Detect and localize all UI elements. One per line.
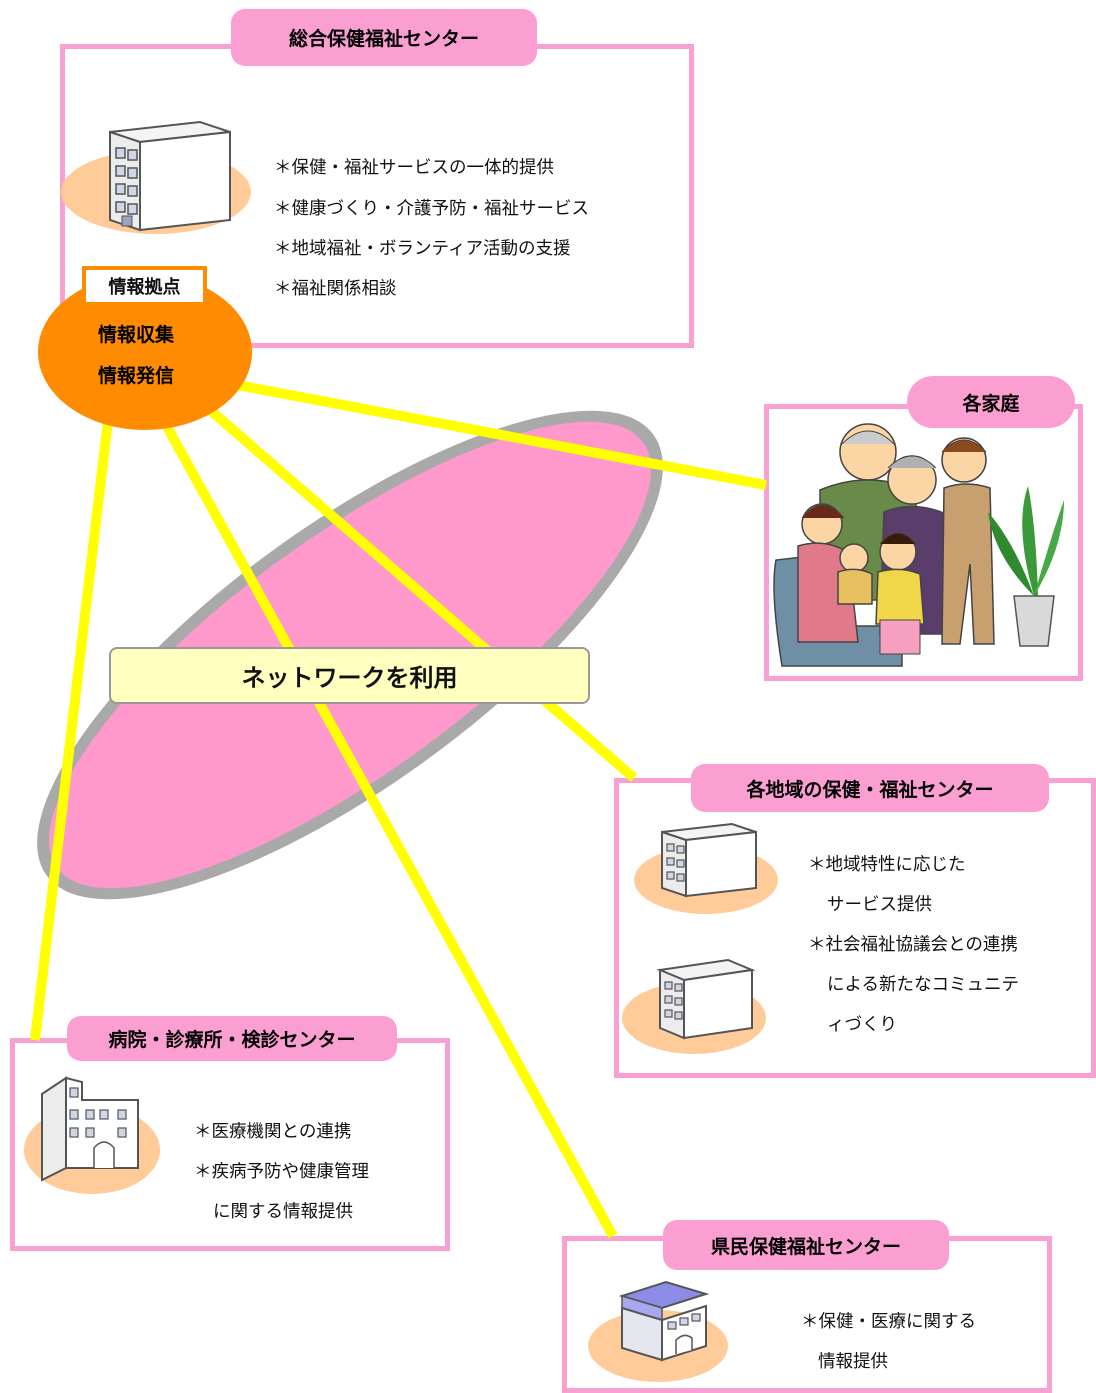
regional-item-2: サービス提供 — [827, 895, 932, 915]
central-item-4: ＊福祉関係相談 — [274, 279, 397, 299]
connector-to-family — [231, 379, 767, 490]
network-label: ネットワークを利用 — [109, 647, 590, 704]
central-item-1: ＊保健・福祉サービスの一体的提供 — [274, 158, 554, 178]
connector-to-prefectural — [155, 411, 618, 1239]
hospital-item-3: に関する情報提供 — [213, 1202, 353, 1222]
central-center-title: 総合保健福祉センター — [231, 9, 537, 66]
hospital-item-1: ＊医療機関との連携 — [194, 1122, 352, 1142]
regional-building-icon-2 — [622, 958, 766, 1054]
central-item-3: ＊地域福祉・ボランティア活動の支援 — [274, 239, 571, 259]
central-item-2: ＊健康づくり・介護予防・福祉サービス — [274, 199, 589, 219]
regional-item-4: による新たなコミュニテ — [827, 975, 1019, 995]
regional-item-5: ィづくり — [827, 1015, 897, 1035]
regional-item-1: ＊地域特性に応じた — [808, 855, 966, 875]
regional-building-icon-1 — [634, 822, 778, 914]
prefectural-building-icon — [588, 1280, 728, 1382]
prefectural-item-2: 情報提供 — [818, 1352, 888, 1372]
hospital-item-2: ＊疾病予防や健康管理 — [194, 1162, 369, 1182]
prefectural-item-1: ＊保健・医療に関する — [801, 1312, 976, 1332]
hub-ellipse — [38, 274, 252, 430]
regional-centers-title: 各地域の保健・福祉センター — [691, 764, 1049, 812]
prefectural-center-title: 県民保健福祉センター — [663, 1220, 949, 1270]
hub-text-collect: 情報収集 — [98, 324, 175, 346]
hub-text-send: 情報発信 — [98, 365, 175, 387]
connector-to-regional — [206, 406, 638, 782]
hospital-building-icon — [24, 1076, 160, 1194]
hub-label: 情報拠点 — [82, 266, 207, 306]
central-building-icon — [61, 120, 251, 234]
family-title: 各家庭 — [907, 376, 1075, 428]
connector-to-hospital — [30, 419, 113, 1041]
family-illustration — [773, 423, 1064, 667]
hospital-title: 病院・診療所・検診センター — [67, 1016, 397, 1061]
regional-item-3: ＊社会福祉協議会との連携 — [808, 935, 1018, 955]
